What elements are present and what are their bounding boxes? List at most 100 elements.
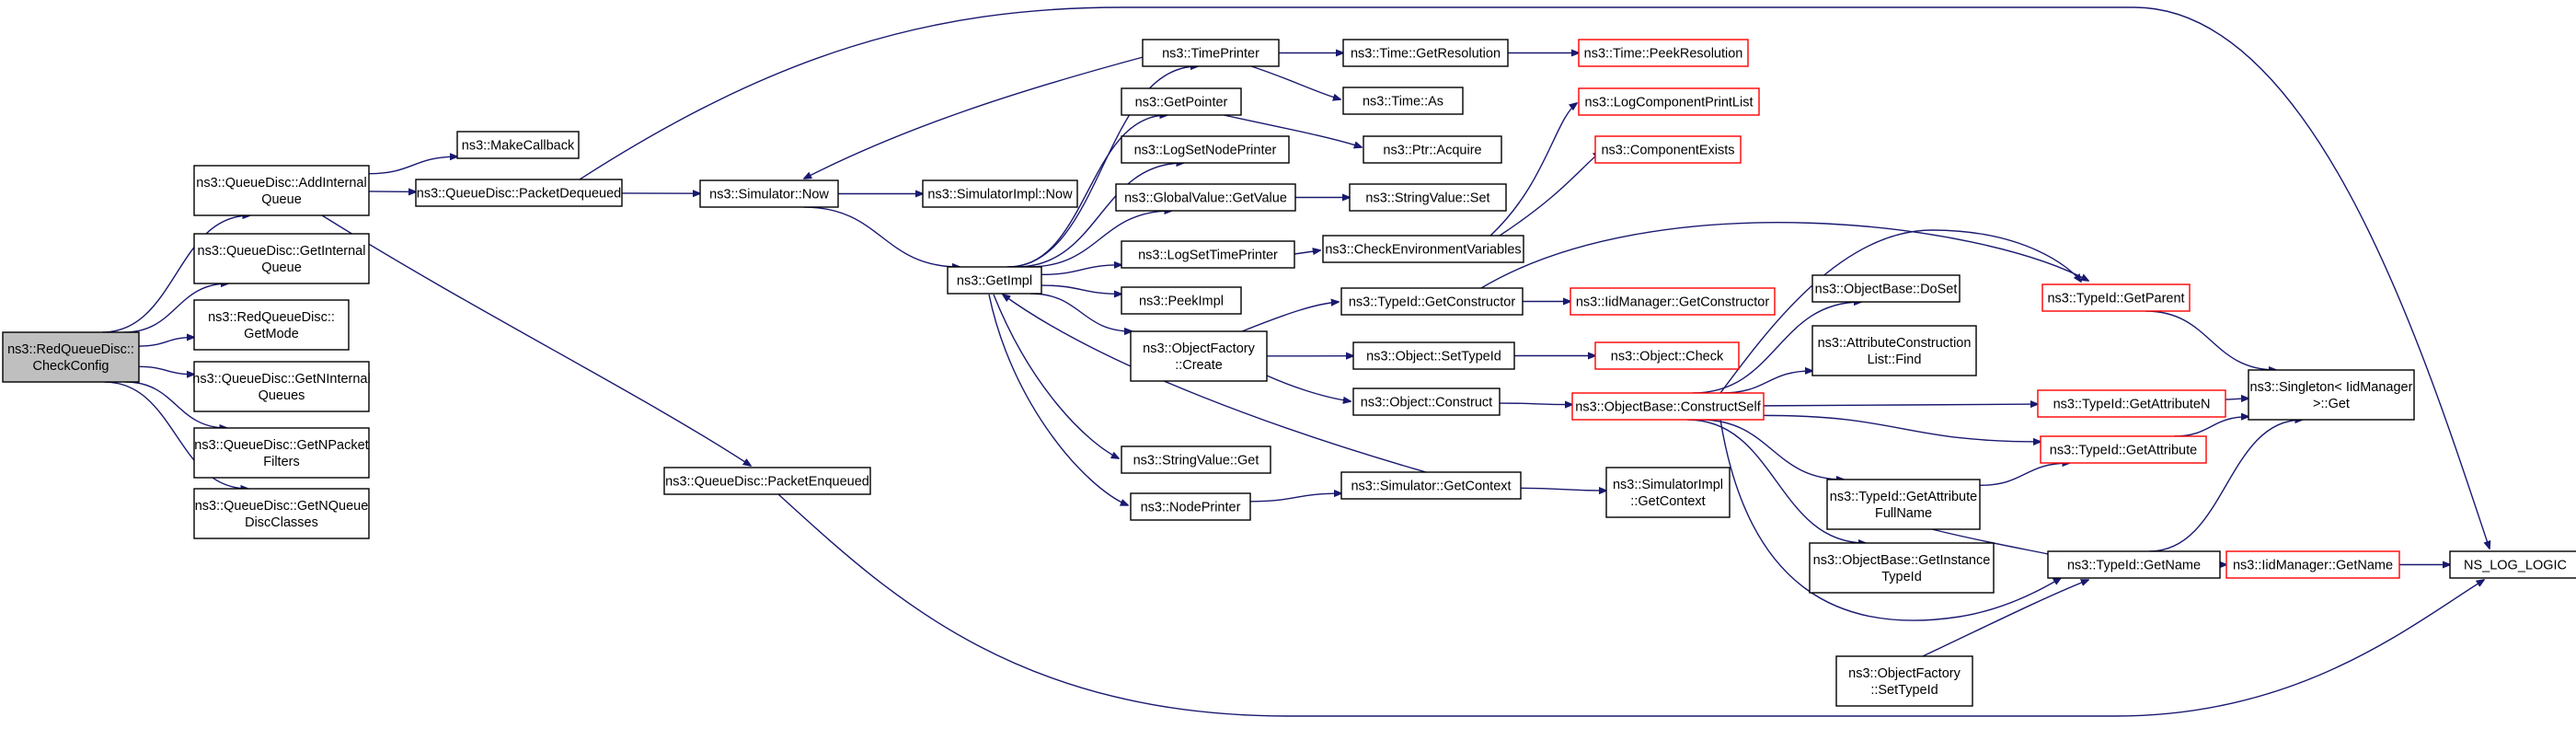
graph-node-n37[interactable]: ns3::SimulatorImpl::GetContext [1605,467,1731,518]
graph-node-n11[interactable]: ns3::SimulatorImpl::Now [922,179,1078,208]
graph-node-n26[interactable]: ns3::CheckEnvironmentVariables [1322,235,1524,263]
graph-node-n43[interactable]: ns3::TypeId::GetParent [2041,283,2191,312]
graph-node-n31[interactable]: ns3::Time::PeekResolution [1578,39,1749,67]
graph-node-n22[interactable]: ns3::Time::GetResolution [1342,39,1509,67]
edge-line [1922,580,2088,657]
edge-n12-n20 [993,294,1119,458]
node-label: ns3::Ptr::Acquire [1383,144,1481,158]
graph-node-n3[interactable]: ns3::RedQueueDisc::GetMode [193,299,350,351]
graph-node-n49[interactable]: NS_LOG_LOGIC [2449,550,2576,579]
edge-line [1003,295,1427,473]
graph-node-n8[interactable]: ns3::QueueDisc::PacketDequeued [415,179,623,207]
graph-node-n9[interactable]: ns3::QueueDisc::PacketEnqueued [663,467,871,495]
node-label: ns3::PeekImpl [1139,295,1224,309]
edge-n27-n43 [1480,222,2088,289]
node-label: ns3::Object::Check [1611,350,1724,364]
edge-line [1250,65,1340,99]
graph-node-n13[interactable]: ns3::TimePrinter [1142,39,1280,67]
graph-node-n24[interactable]: ns3::Ptr::Acquire [1363,135,1502,164]
graph-node-n25[interactable]: ns3::StringValue::Set [1349,183,1507,212]
edge-n12-n14 [1008,115,1167,268]
edge-n19-n27 [1241,302,1339,332]
node-box [193,427,370,479]
graph-node-n33[interactable]: ns3::ComponentExists [1594,135,1742,164]
graph-node-n38[interactable]: ns3::ObjectBase::DoSet [1811,274,1961,303]
node-label: ns3::ObjectBase::ConstructSelf [1575,400,1761,415]
node-label: ns3::LogComponentPrintList [1585,96,1754,110]
edge-n29-n36 [1499,403,1572,405]
graph-node-n21[interactable]: ns3::NodePrinter [1130,492,1251,521]
graph-node-n44[interactable]: ns3::TypeId::GetAttributeN [2037,389,2226,418]
node-label: ns3::Simulator::GetContext [1351,480,1511,494]
graph-node-n34[interactable]: ns3::IidManager::GetConstructor [1570,287,1776,316]
graph-node-n23[interactable]: ns3::Time::As [1342,87,1464,115]
graph-node-n46[interactable]: ns3::TypeId::GetName [2047,550,2221,579]
edge-n30-n37 [1520,488,1606,491]
node-box [1340,287,1524,316]
node-label: ns3::MakeCallback [462,139,575,154]
graph-node-n29[interactable]: ns3::Object::Construct [1352,387,1501,416]
graph-node-n45[interactable]: ns3::TypeId::GetAttribute [2040,435,2207,464]
graph-node-n48[interactable]: ns3::IidManager::GetName [2225,550,2400,579]
graph-node-n10[interactable]: ns3::Simulator::Now [699,179,839,208]
node-label: ns3::Simulator::Now [709,188,829,202]
graph-node-n28[interactable]: ns3::Object::SetTypeId [1352,341,1515,370]
edge-line [1719,229,2081,394]
graph-node-n17[interactable]: ns3::LogSetTimePrinter [1121,240,1295,269]
graph-node-n35[interactable]: ns3::Object::Check [1594,341,1740,370]
edge-line [102,215,250,333]
graph-node-n30[interactable]: ns3::Simulator::GetContext [1340,471,1522,500]
edge-n43-n47 [2145,310,2276,370]
edge-line [1241,302,1339,332]
graph-node-n14[interactable]: ns3::GetPointer [1121,87,1242,116]
node-box [1571,392,1765,421]
node-box [1322,235,1524,263]
node-label: ns3::RedQueueDisc:: [7,342,134,357]
graph-node-n19[interactable]: ns3::ObjectFactory::Create [1130,330,1268,382]
node-box [1142,39,1280,67]
edge-line [1692,302,1861,394]
node-box [922,179,1078,208]
node-box [1342,39,1509,67]
graph-node-n15[interactable]: ns3::LogSetNodePrinter [1121,135,1290,164]
graph-node-n12[interactable]: ns3::GetImpl [947,266,1042,295]
node-label: ns3::ComponentExists [1601,144,1734,158]
node-label: Queue [261,260,302,275]
node-label: ns3::QueueDisc::PacketEnqueued [665,475,869,490]
node-label: ns3::TypeId::GetAttribute [1830,490,1977,504]
node-label: List::Find [1868,353,1922,367]
graph-node-n18[interactable]: ns3::PeekImpl [1121,286,1242,315]
node-box [193,165,370,216]
edge-line [1016,163,1183,268]
edge-line [1489,103,1577,237]
edge-n1-n9 [321,214,751,466]
edge-line [2145,310,2276,370]
edge-n10-n12 [803,206,960,267]
graph-node-n7[interactable]: ns3::MakeCallback [456,131,580,159]
edge-n12-n19 [1030,293,1132,331]
node-box [456,131,580,159]
graph-node-n16[interactable]: ns3::GlobalValue::GetValue [1115,183,1296,212]
graph-node-n47[interactable]: ns3::Singleton< IidManager >::Get [2248,369,2415,421]
edge-n36-n44 [1763,404,2038,406]
graph-node-n27[interactable]: ns3::TypeId::GetConstructor [1340,287,1524,316]
graph-node-n32[interactable]: ns3::LogComponentPrintList [1578,87,1760,116]
node-label: ns3::AttributeConstruction [1818,336,1972,351]
graph-node-n42[interactable]: ns3::ObjectFactory::SetTypeId [1835,655,1973,707]
edge-n36-n39 [1721,371,1812,394]
graph-node-n20[interactable]: ns3::StringValue::Get [1121,445,1271,474]
node-label: Filters [263,455,299,469]
edge-line [1294,250,1320,254]
node-box [1826,479,1981,530]
graph-node-n36[interactable]: ns3::ObjectBase::ConstructSelf [1571,392,1765,421]
node-label: ns3::TypeId::GetConstructor [1349,295,1516,310]
graph-node-n0[interactable]: ns3::RedQueueDisc::CheckConfig [2,331,140,383]
